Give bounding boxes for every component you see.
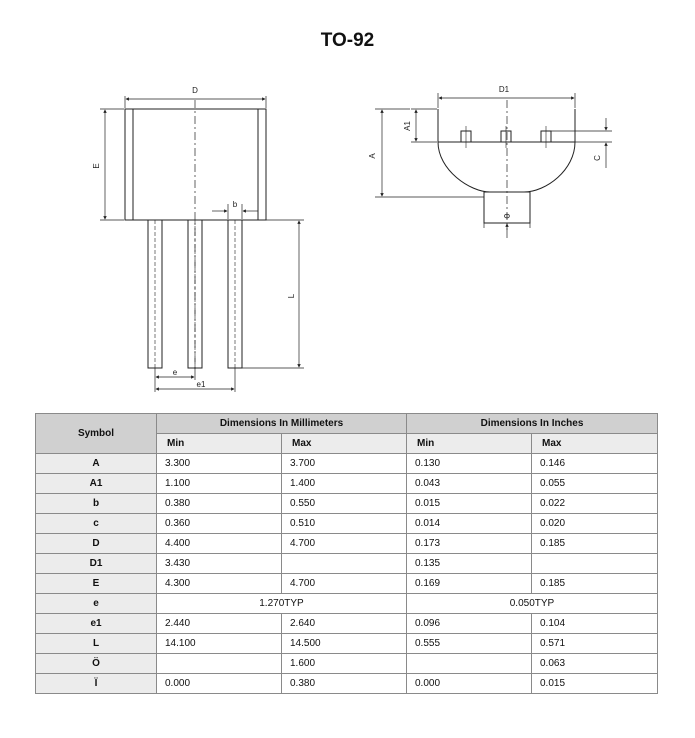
mm-max-cell: 1.600 — [281, 653, 407, 674]
table-row: L 14.100 14.500 0.555 0.571 — [35, 633, 658, 654]
symbol-cell: Ö — [35, 653, 157, 674]
inch-min-cell — [406, 653, 532, 674]
inch-max-header: Max — [531, 433, 658, 454]
inch-min-cell: 0.000 — [406, 673, 532, 694]
symbol-header: Symbol — [35, 413, 157, 454]
front-view — [100, 96, 304, 392]
symbol-cell: c — [35, 513, 157, 534]
symbol-cell: E — [35, 573, 157, 594]
mm-max-cell: 2.640 — [281, 613, 407, 634]
mm-min-cell — [156, 653, 282, 674]
package-drawing: D E b L e e1 — [92, 85, 612, 392]
table-row: A1 1.100 1.400 0.043 0.055 — [35, 473, 658, 494]
symbol-cell: b — [35, 493, 157, 514]
mm-max-cell: 4.700 — [281, 573, 407, 594]
mm-header: Dimensions In Millimeters — [156, 413, 407, 434]
label-A1: A1 — [403, 121, 412, 131]
inch-min-cell: 0.169 — [406, 573, 532, 594]
mm-min-cell: 4.300 — [156, 573, 282, 594]
mm-min-header: Min — [156, 433, 282, 454]
inch-max-cell: 0.015 — [531, 673, 658, 694]
label-D1: D1 — [499, 85, 510, 94]
lead-right — [227, 219, 243, 369]
package-body — [124, 108, 267, 221]
inch-max-cell: 0.571 — [531, 633, 658, 654]
label-D: D — [192, 86, 198, 95]
mm-min-cell: 2.440 — [156, 613, 282, 634]
inch-max-cell: 0.063 — [531, 653, 658, 674]
inch-max-cell: 0.022 — [531, 493, 658, 514]
mm-max-cell: 3.700 — [281, 453, 407, 474]
symbol-cell: D1 — [35, 553, 157, 574]
inch-max-cell: 0.185 — [531, 533, 658, 554]
mm-min-cell: 3.430 — [156, 553, 282, 574]
mm-min-cell: 14.100 — [156, 633, 282, 654]
inch-min-cell: 0.043 — [406, 473, 532, 494]
package-outline — [437, 109, 576, 193]
label-e1: e1 — [197, 380, 206, 389]
inch-max-cell: 0.020 — [531, 513, 658, 534]
bottom-tab — [483, 191, 531, 224]
label-C: C — [593, 155, 602, 161]
table-row: b 0.380 0.550 0.015 0.022 — [35, 493, 658, 514]
inch-min-header: Min — [406, 433, 532, 454]
mm-max-cell: 0.550 — [281, 493, 407, 514]
inch-typ-cell: 0.050TYP — [406, 593, 658, 614]
inch-min-cell: 0.096 — [406, 613, 532, 634]
table-row: D1 3.430 0.135 — [35, 553, 658, 574]
symbol-cell: D — [35, 533, 157, 554]
mm-max-header: Max — [281, 433, 407, 454]
lead-left — [147, 219, 163, 369]
inch-min-cell: 0.014 — [406, 513, 532, 534]
mm-min-cell: 0.360 — [156, 513, 282, 534]
table-row: A 3.300 3.700 0.130 0.146 — [35, 453, 658, 474]
table-row: Ї 0.000 0.380 0.000 0.015 — [35, 673, 658, 694]
inch-max-cell: 0.104 — [531, 613, 658, 634]
label-E: E — [92, 163, 101, 168]
symbol-cell: e1 — [35, 613, 157, 634]
symbol-cell: A1 — [35, 473, 157, 494]
symbol-cell: A — [35, 453, 157, 474]
inch-max-cell — [531, 553, 658, 574]
mm-min-cell: 1.100 — [156, 473, 282, 494]
mm-min-cell: 0.380 — [156, 493, 282, 514]
symbol-cell: Ї — [35, 673, 157, 694]
symbol-cell: L — [35, 633, 157, 654]
mm-max-cell: 0.380 — [281, 673, 407, 694]
table-row: D 4.400 4.700 0.173 0.185 — [35, 533, 658, 554]
mm-max-cell: 4.700 — [281, 533, 407, 554]
side-view — [375, 93, 612, 238]
inch-min-cell: 0.130 — [406, 453, 532, 474]
mm-max-cell: 0.510 — [281, 513, 407, 534]
table-row: E 4.300 4.700 0.169 0.185 — [35, 573, 658, 594]
inch-min-cell: 0.173 — [406, 533, 532, 554]
mm-min-cell: 0.000 — [156, 673, 282, 694]
inch-min-cell: 0.555 — [406, 633, 532, 654]
table-row: Ö 1.600 0.063 — [35, 653, 658, 674]
table-row: e 1.270TYP 0.050TYP — [35, 593, 658, 614]
inch-min-cell: 0.135 — [406, 553, 532, 574]
inch-max-cell: 0.146 — [531, 453, 658, 474]
inch-header: Dimensions In Inches — [406, 413, 658, 434]
mm-typ-cell: 1.270TYP — [156, 593, 407, 614]
label-e: e — [173, 368, 178, 377]
label-A: A — [368, 153, 377, 159]
mm-max-cell: 1.400 — [281, 473, 407, 494]
label-phi: Φ — [504, 212, 510, 221]
table-row: e1 2.440 2.640 0.096 0.104 — [35, 613, 658, 634]
mm-min-cell: 4.400 — [156, 533, 282, 554]
mm-min-cell: 3.300 — [156, 453, 282, 474]
dimensions-table: Symbol Dimensions In Millimeters Dimensi… — [35, 413, 658, 694]
mm-max-cell — [281, 553, 407, 574]
inch-min-cell: 0.015 — [406, 493, 532, 514]
label-b: b — [233, 200, 238, 209]
table-row: c 0.360 0.510 0.014 0.020 — [35, 513, 658, 534]
inch-max-cell: 0.055 — [531, 473, 658, 494]
symbol-cell: e — [35, 593, 157, 614]
label-L: L — [287, 293, 296, 298]
inch-max-cell: 0.185 — [531, 573, 658, 594]
page-title: TO-92 — [320, 30, 375, 51]
mm-max-cell: 14.500 — [281, 633, 407, 654]
